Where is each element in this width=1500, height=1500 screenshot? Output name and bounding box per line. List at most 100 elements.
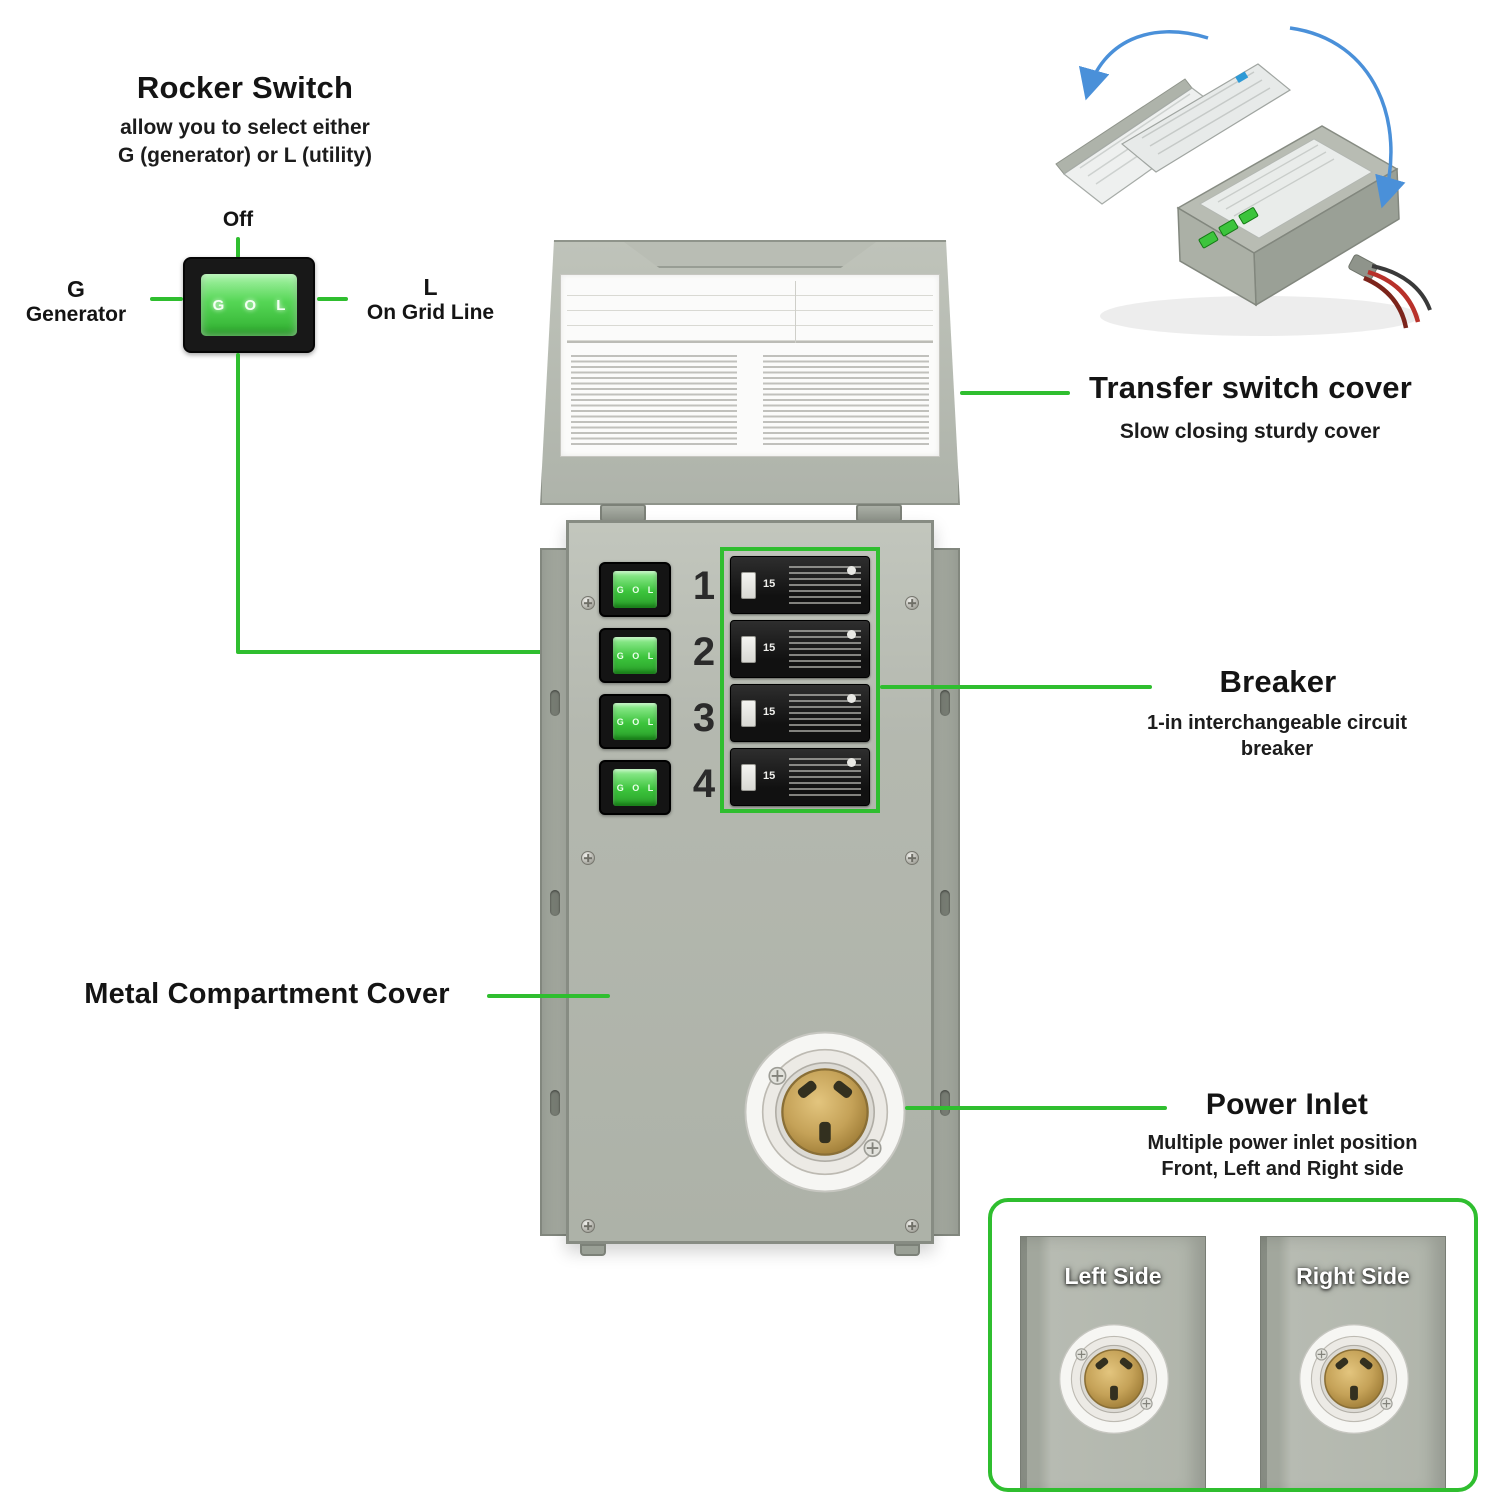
- rocker-letters: G O L: [616, 584, 657, 595]
- paper-logo-mark: [1235, 71, 1249, 84]
- left-side-view: Left Side: [1020, 1236, 1206, 1488]
- power-inlet-subtitle: Multiple power inlet position Front, Lef…: [1147, 1132, 1418, 1181]
- cover-motion-arrow-left-icon: [1078, 30, 1209, 101]
- rocker-letters: G O L: [616, 716, 657, 727]
- generator-letter: G: [67, 276, 85, 302]
- screw-icon: [905, 851, 919, 865]
- screw-icon: [581, 851, 595, 865]
- rocker-switch-3-button[interactable]: G O L: [613, 703, 657, 740]
- generator-word: Generator: [25, 303, 127, 326]
- power-inlet-pointer-line: [905, 1106, 1167, 1110]
- generator-pointer-line: [150, 297, 183, 301]
- rocker-switch-1[interactable]: G O L: [599, 562, 671, 617]
- cover-label-lines: [1217, 144, 1335, 217]
- circuit-number-4: 4: [692, 762, 716, 806]
- rocker-connector-vertical: [236, 353, 240, 653]
- transfer-switch-3d-view: [1055, 26, 1432, 336]
- label-form-divider: [795, 281, 796, 343]
- rocker-connector-horizontal: [236, 650, 640, 654]
- wire-red: [1367, 269, 1421, 323]
- rocker-switch-detail: G O L: [183, 257, 315, 353]
- transfer-cover-pointer-line: [960, 391, 1070, 395]
- cover-motion-arrow-right-icon: [1289, 26, 1406, 209]
- breaker-toggle[interactable]: [741, 636, 756, 663]
- circuit-breaker-2[interactable]: 15: [730, 620, 870, 678]
- rocker-switch-1-button[interactable]: G O L: [613, 571, 657, 608]
- inlet-slot: [1359, 1357, 1373, 1370]
- power-inlet-front[interactable]: [743, 1030, 907, 1194]
- mounting-slot: [550, 690, 560, 716]
- cover-lip: [624, 242, 876, 268]
- circuit-breaker-1[interactable]: 15: [730, 556, 870, 614]
- rocker-switch-4[interactable]: G O L: [599, 760, 671, 815]
- circuit-breaker-4[interactable]: 15: [730, 748, 870, 806]
- inlet-slot: [1119, 1357, 1133, 1370]
- rocker-letters: G O L: [616, 650, 657, 661]
- off-label: Off: [222, 208, 254, 231]
- circuit-number-2: 2: [692, 630, 716, 674]
- unit-shadow: [1100, 296, 1420, 336]
- paper-text-lines-2: [1141, 71, 1271, 155]
- mounting-slot: [550, 890, 560, 916]
- breaker-toggle[interactable]: [741, 700, 756, 727]
- wire-black: [1371, 264, 1432, 311]
- wire-darkred: [1363, 275, 1409, 329]
- rocker-switch-3[interactable]: G O L: [599, 694, 671, 749]
- circuit-number-1: 1: [692, 564, 716, 608]
- rocker-switch-button: G O L: [201, 274, 297, 336]
- label-text-column-right: [763, 355, 929, 448]
- power-inlet-right-side[interactable]: [1298, 1323, 1410, 1435]
- mounting-slot: [550, 1090, 560, 1116]
- circuit-number-3: 3: [692, 696, 716, 740]
- transfer-switch-cover: [540, 240, 960, 505]
- breaker-rating: 15: [763, 578, 776, 590]
- breaker-toggle[interactable]: [741, 572, 756, 599]
- rocker-switch-subtitle: allow you to select either G (generator)…: [118, 116, 372, 167]
- 3d-body-front-face: [1177, 206, 1257, 307]
- breaker-logo: [847, 630, 856, 639]
- rocker-letters: G O L: [212, 296, 294, 314]
- grid-line-letter: L: [423, 274, 438, 300]
- grid-line-label: L On Grid Line: [348, 274, 513, 325]
- breaker-rating: 15: [763, 770, 776, 782]
- generator-label: G Generator: [2, 276, 150, 327]
- mounting-slot: [940, 690, 950, 716]
- metal-cover-pointer-line: [487, 994, 610, 998]
- breaker-logo: [847, 566, 856, 575]
- lid-paper-2: [1120, 63, 1292, 173]
- breaker-title: Breaker: [1219, 664, 1337, 699]
- grid-line-word: On Grid Line: [366, 301, 495, 324]
- power-inlet-title: Power Inlet: [1205, 1088, 1369, 1121]
- right-side-view: Right Side: [1260, 1236, 1446, 1488]
- screw-icon: [581, 1219, 595, 1233]
- off-pointer-line: [236, 237, 240, 258]
- breaker-subtitle: 1-in interchangeable circuit breaker: [1146, 712, 1408, 761]
- rocker-switch-2-button[interactable]: G O L: [613, 637, 657, 674]
- inlet-slot: [1110, 1385, 1118, 1401]
- breaker-logo: [847, 694, 856, 703]
- breaker-toggle[interactable]: [741, 764, 756, 791]
- rocker-switch-2[interactable]: G O L: [599, 628, 671, 683]
- mounting-flange-right: [930, 548, 960, 1236]
- transfer-cover-title: Transfer switch cover: [1089, 370, 1412, 405]
- mounting-slot: [940, 890, 950, 916]
- body-foot-right: [894, 1244, 920, 1256]
- breaker-rating: 15: [763, 642, 776, 654]
- rocker-switch-4-button[interactable]: G O L: [613, 769, 657, 806]
- mounting-slot: [940, 1090, 950, 1116]
- circuit-breaker-3[interactable]: 15: [730, 684, 870, 742]
- screw-icon: [905, 596, 919, 610]
- rocker-letters: G O L: [616, 782, 657, 793]
- screw-icon: [581, 596, 595, 610]
- side-views-box: Left Side Right Side: [988, 1198, 1478, 1492]
- 3d-switch-row: [1198, 207, 1259, 249]
- inlet-slot: [797, 1080, 817, 1098]
- power-inlet-left-side[interactable]: [1058, 1323, 1170, 1435]
- label-form-area: [567, 281, 933, 343]
- transfer-cover-subtitle: Slow closing sturdy cover: [1119, 420, 1381, 443]
- body-foot-left: [580, 1244, 606, 1256]
- screw-icon: [905, 1219, 919, 1233]
- mounting-flange-left: [540, 548, 570, 1236]
- right-side-label: Right Side: [1296, 1263, 1410, 1289]
